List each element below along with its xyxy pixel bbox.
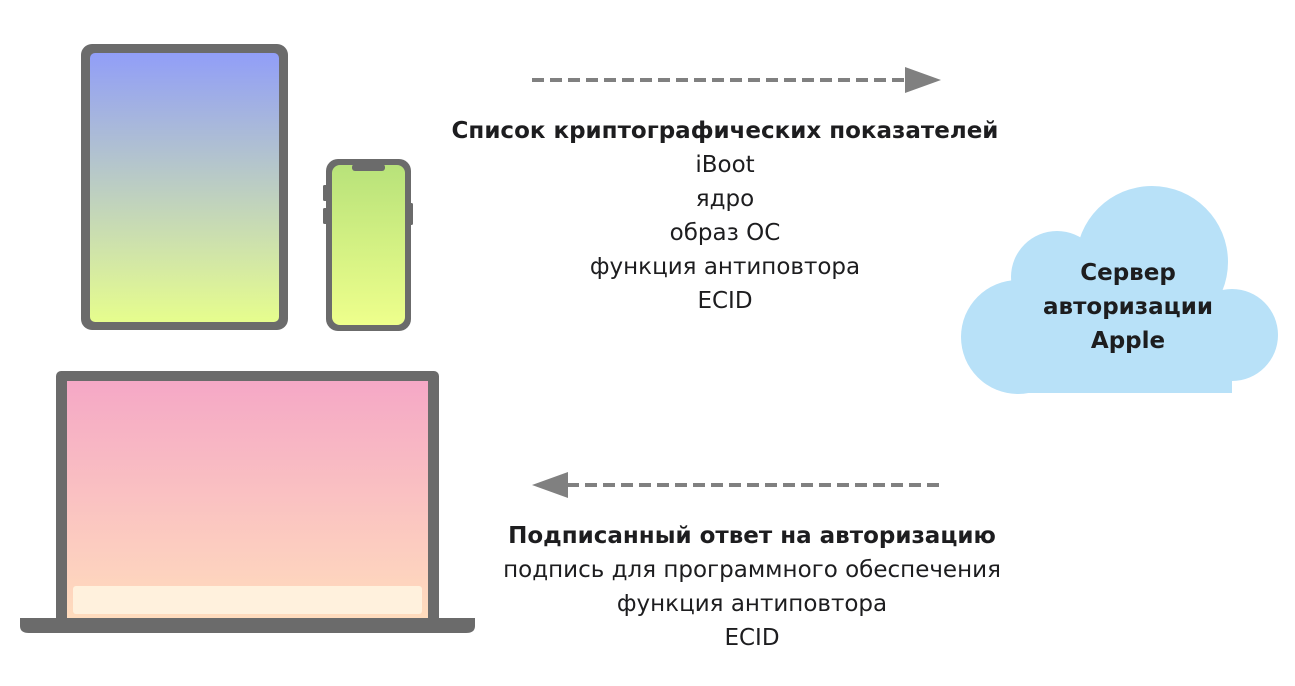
request-text-block: Список криптографических показателей iBo… — [395, 114, 1055, 318]
request-item: ядро — [695, 186, 755, 212]
iphone-icon — [323, 159, 413, 331]
request-item: ECID — [697, 288, 753, 314]
macbook-icon — [20, 371, 475, 633]
server-label-line: Apple — [1090, 328, 1166, 354]
server-label: Сервер авторизации Apple — [990, 256, 1266, 358]
response-item: ECID — [724, 625, 780, 651]
response-item: функция антиповтора — [616, 591, 888, 617]
request-item: iBoot — [695, 152, 755, 178]
response-arrow — [532, 472, 941, 498]
request-title: Список криптографических показателей — [451, 118, 999, 144]
server-label-line: Сервер — [1080, 260, 1176, 286]
response-title: Подписанный ответ на авторизацию — [508, 523, 996, 549]
ipad-icon — [81, 44, 288, 330]
response-item: подпись для программного обеспечения — [503, 557, 1001, 583]
request-item: образ ОС — [669, 220, 781, 246]
cloud-icon — [961, 186, 1278, 394]
response-text-block: Подписанный ответ на авторизацию подпись… — [420, 519, 1084, 655]
request-item: функция антиповтора — [589, 254, 861, 280]
request-arrow — [532, 67, 941, 93]
server-label-line: авторизации — [1043, 294, 1213, 320]
